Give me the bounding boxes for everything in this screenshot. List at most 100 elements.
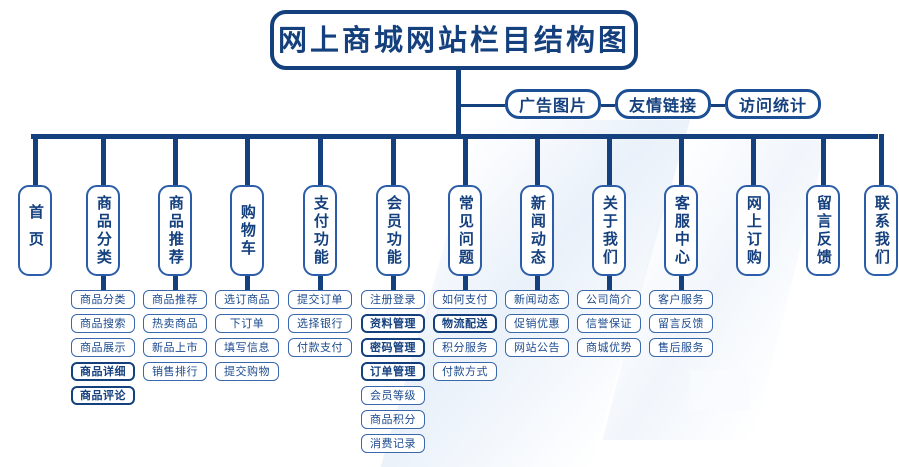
category-node-6[interactable]: 会员功能	[376, 185, 410, 276]
subitem-node[interactable]: 资料管理	[361, 314, 425, 333]
subitem-node-label: 积分服务	[442, 341, 488, 354]
subitem-node[interactable]: 信誉保证	[577, 314, 641, 333]
subitem-node[interactable]: 促销优惠	[505, 314, 569, 333]
category-node-10[interactable]: 客服中心	[664, 185, 698, 276]
subitem-node[interactable]: 商品展示	[71, 338, 135, 357]
category-node-7[interactable]: 常见问题	[448, 185, 482, 276]
subitem-node-label: 如何支付	[442, 293, 488, 306]
category-node-12[interactable]: 留言反馈	[806, 185, 840, 276]
column-drop-connector	[318, 134, 323, 185]
subitem-node-label: 售后服务	[658, 341, 704, 354]
subitem-node[interactable]: 付款方式	[433, 362, 497, 381]
subitem-node[interactable]: 消费记录	[361, 434, 425, 453]
category-node-label: 购物车	[238, 203, 257, 258]
subitem-stub-connector	[535, 276, 540, 290]
category-node-label: 支付功能	[311, 194, 330, 267]
subitem-node-label: 商品推荐	[152, 293, 198, 306]
subitem-node-label: 选订商品	[224, 293, 270, 306]
subitem-node-label: 密码管理	[370, 341, 416, 354]
subitem-stub-connector	[101, 276, 106, 290]
column-drop-connector	[173, 134, 178, 185]
subitem-node[interactable]: 销售排行	[143, 362, 207, 381]
subitem-node[interactable]: 物流配送	[433, 314, 497, 333]
subitem-node[interactable]: 密码管理	[361, 338, 425, 357]
subitem-node[interactable]: 如何支付	[433, 290, 497, 309]
subitem-node[interactable]: 留言反馈	[649, 314, 713, 333]
page-title: 网上商城网站栏目结构图	[277, 22, 630, 57]
category-node-label: 商品分类	[94, 194, 113, 267]
category-node-label: 联系我们	[872, 194, 891, 267]
subitem-node[interactable]: 订单管理	[361, 362, 425, 381]
subitem-node-label: 新品上市	[152, 341, 198, 354]
category-node-1[interactable]: 首页	[18, 185, 52, 276]
category-node-label: 商品推荐	[166, 194, 185, 267]
subitem-node[interactable]: 商城优势	[577, 338, 641, 357]
subitem-node-label: 促销优惠	[514, 317, 560, 330]
category-node-11[interactable]: 网上订购	[736, 185, 770, 276]
column-drop-connector	[879, 134, 884, 185]
subitem-node[interactable]: 商品搜索	[71, 314, 135, 333]
category-node-9[interactable]: 关于我们	[592, 185, 626, 276]
background-wash-3	[690, 370, 750, 410]
subitem-node-label: 信誉保证	[586, 317, 632, 330]
subitem-node[interactable]: 积分服务	[433, 338, 497, 357]
subitem-node[interactable]: 提交订单	[288, 290, 352, 309]
aux-node-1[interactable]: 广告图片	[505, 89, 601, 119]
category-node-4[interactable]: 购物车	[230, 185, 264, 276]
subitem-node[interactable]: 商品分类	[71, 290, 135, 309]
category-node-8[interactable]: 新闻动态	[520, 185, 554, 276]
category-node-label: 关于我们	[600, 194, 619, 267]
subitem-node[interactable]: 热卖商品	[143, 314, 207, 333]
aux-node-2[interactable]: 友情链接	[615, 89, 711, 119]
subitem-node[interactable]: 选订商品	[215, 290, 279, 309]
subitem-node-label: 物流配送	[442, 317, 488, 330]
subitem-node[interactable]: 售后服务	[649, 338, 713, 357]
subitem-node[interactable]: 网站公告	[505, 338, 569, 357]
subitem-node[interactable]: 新品上市	[143, 338, 207, 357]
category-node-2[interactable]: 商品分类	[86, 185, 120, 276]
subitem-node[interactable]: 新闻动态	[505, 290, 569, 309]
subitem-node[interactable]: 公司简介	[577, 290, 641, 309]
subitem-node[interactable]: 选择银行	[288, 314, 352, 333]
subitem-node-label: 提交购物	[224, 365, 270, 378]
aux-node-3[interactable]: 访问统计	[725, 89, 821, 119]
category-node-label: 新闻动态	[528, 194, 547, 267]
subitem-stub-connector	[391, 276, 396, 290]
subitem-node[interactable]: 商品评论	[71, 386, 135, 405]
subitem-stub-connector	[607, 276, 612, 290]
subitem-node[interactable]: 付款支付	[288, 338, 352, 357]
column-drop-connector	[101, 134, 106, 185]
subitem-stub-connector	[318, 276, 323, 290]
category-node-label: 会员功能	[384, 194, 403, 267]
subitem-node[interactable]: 商品积分	[361, 410, 425, 429]
subitem-node[interactable]: 商品推荐	[143, 290, 207, 309]
category-node-3[interactable]: 商品推荐	[158, 185, 192, 276]
subitem-node-label: 商品搜索	[80, 317, 126, 330]
subitem-node-label: 商品评论	[80, 389, 126, 402]
category-node-13[interactable]: 联系我们	[864, 185, 898, 276]
category-node-label: 首页	[26, 203, 45, 258]
subitem-node-label: 新闻动态	[514, 293, 560, 306]
subitem-node[interactable]: 填写信息	[215, 338, 279, 357]
subitem-node[interactable]: 会员等级	[361, 386, 425, 405]
subitem-node[interactable]: 下订单	[215, 314, 279, 333]
aux-link-connector	[711, 104, 725, 107]
subitem-node[interactable]: 提交购物	[215, 362, 279, 381]
subitem-node-label: 选择银行	[297, 317, 343, 330]
subitem-stub-connector	[463, 276, 468, 290]
subitem-node[interactable]: 商品详细	[71, 362, 135, 381]
column-drop-connector	[391, 134, 396, 185]
column-drop-connector	[463, 134, 468, 185]
aux-branch-connector	[456, 104, 505, 107]
subitem-node-label: 公司简介	[586, 293, 632, 306]
aux-link-connector	[601, 104, 615, 107]
category-node-label: 留言反馈	[814, 194, 833, 267]
subitem-node-label: 商品展示	[80, 341, 126, 354]
subitem-stub-connector	[679, 276, 684, 290]
column-drop-connector	[821, 134, 826, 185]
category-node-5[interactable]: 支付功能	[303, 185, 337, 276]
subitem-node[interactable]: 客户服务	[649, 290, 713, 309]
subitem-node[interactable]: 注册登录	[361, 290, 425, 309]
column-drop-connector	[245, 134, 250, 185]
aux-node-label: 访问统计	[738, 96, 807, 115]
